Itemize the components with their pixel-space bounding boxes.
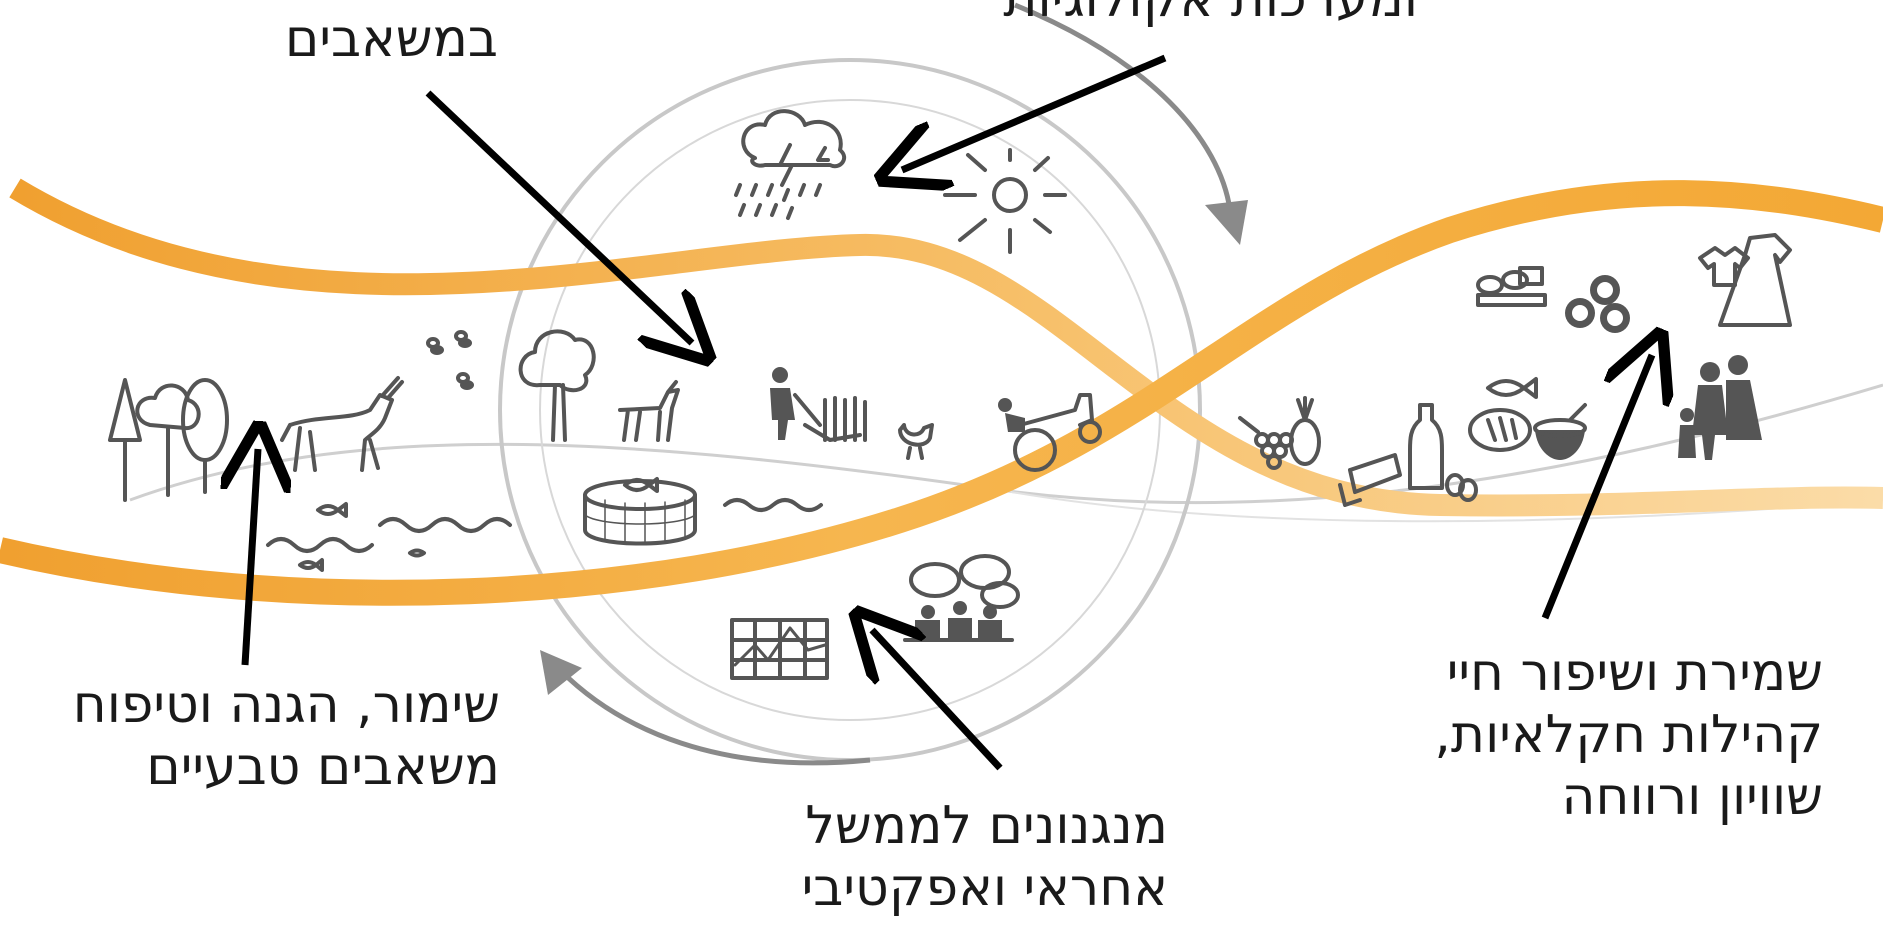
label-top-center-line1: ומערכות אקולוגיות bbox=[1003, 0, 1418, 30]
cycle-arrow-top bbox=[1014, 2, 1233, 211]
label-bottom-center-line2: אחראי ואפקטיבי bbox=[801, 858, 1168, 918]
antelope-icon bbox=[280, 376, 404, 472]
pointer-arrow-top-center bbox=[902, 54, 1167, 170]
label-bottom-right-line1: שמירת ושיפור חיי bbox=[1446, 643, 1823, 703]
sun-icon bbox=[943, 148, 1067, 254]
ribbon-lower bbox=[0, 180, 1883, 606]
fish-cage-icon bbox=[583, 477, 697, 546]
bees-icon bbox=[426, 330, 474, 390]
fish-icon bbox=[1486, 377, 1538, 399]
label-bottom-center: מנגנונים לממשל אחראי ואפקטיבי bbox=[802, 795, 1168, 919]
label-bottom-right-line3: שוויון ורווחה bbox=[1561, 767, 1823, 827]
outer-circle bbox=[498, 58, 1202, 762]
bread-icon bbox=[1468, 408, 1532, 452]
milk-bottle-icon bbox=[1408, 403, 1478, 502]
forest-trees-icon bbox=[108, 378, 229, 502]
pointer-arrow-bottom-right bbox=[1541, 355, 1652, 620]
rice-bowl-icon bbox=[1533, 403, 1587, 460]
tree-icon bbox=[518, 329, 596, 442]
chicken-icon bbox=[898, 423, 934, 460]
label-top-left: במשאבים bbox=[285, 8, 498, 70]
label-bottom-left-line2: משאבים טבעיים bbox=[146, 737, 500, 797]
label-bottom-right-line2: קהילות חקלאיות, bbox=[1434, 705, 1823, 765]
ribbon-upper bbox=[9, 178, 1883, 517]
label-bottom-right: שמירת ושיפור חיי קהילות חקלאיות, שוויון … bbox=[1434, 642, 1823, 828]
cheese-icon bbox=[1338, 453, 1402, 507]
label-bottom-left: שימור, הגנה וטיפוח משאבים טבעיים bbox=[73, 674, 500, 798]
logs-icon bbox=[1565, 275, 1630, 333]
clothing-icon bbox=[1698, 233, 1792, 327]
label-bottom-center-line1: מנגנונים לממשל bbox=[805, 796, 1168, 856]
pointer-arrow-top-left bbox=[425, 90, 692, 343]
pointer-arrow-bottom-center bbox=[872, 630, 1003, 771]
tractor-icon bbox=[998, 393, 1102, 472]
fish-in-waves-icon bbox=[266, 502, 512, 572]
cycle-arrow-bottom bbox=[558, 668, 871, 766]
label-top-left-line1: במשאבים bbox=[284, 9, 498, 69]
waves-icon bbox=[723, 498, 823, 512]
farmer-harvesting-icon bbox=[770, 367, 867, 442]
goat-icon bbox=[618, 380, 680, 442]
pointer-arrow-bottom-left bbox=[245, 449, 258, 666]
stock-chart-icon bbox=[730, 618, 829, 680]
meeting-people-icon bbox=[903, 554, 1020, 642]
cycle-arrow-bottom-head bbox=[540, 650, 582, 695]
label-bottom-left-line1: שימור, הגנה וטיפוח bbox=[72, 675, 500, 735]
food-baskets-icon bbox=[1476, 266, 1547, 307]
grapes-pineapple-icon bbox=[1238, 396, 1321, 470]
family-icon bbox=[1678, 355, 1762, 460]
cycle-arrow-top-head bbox=[1205, 200, 1248, 245]
storm-cloud-icon bbox=[734, 109, 847, 220]
label-top-center: ומערכות אקולוגיות bbox=[1003, 0, 1418, 30]
